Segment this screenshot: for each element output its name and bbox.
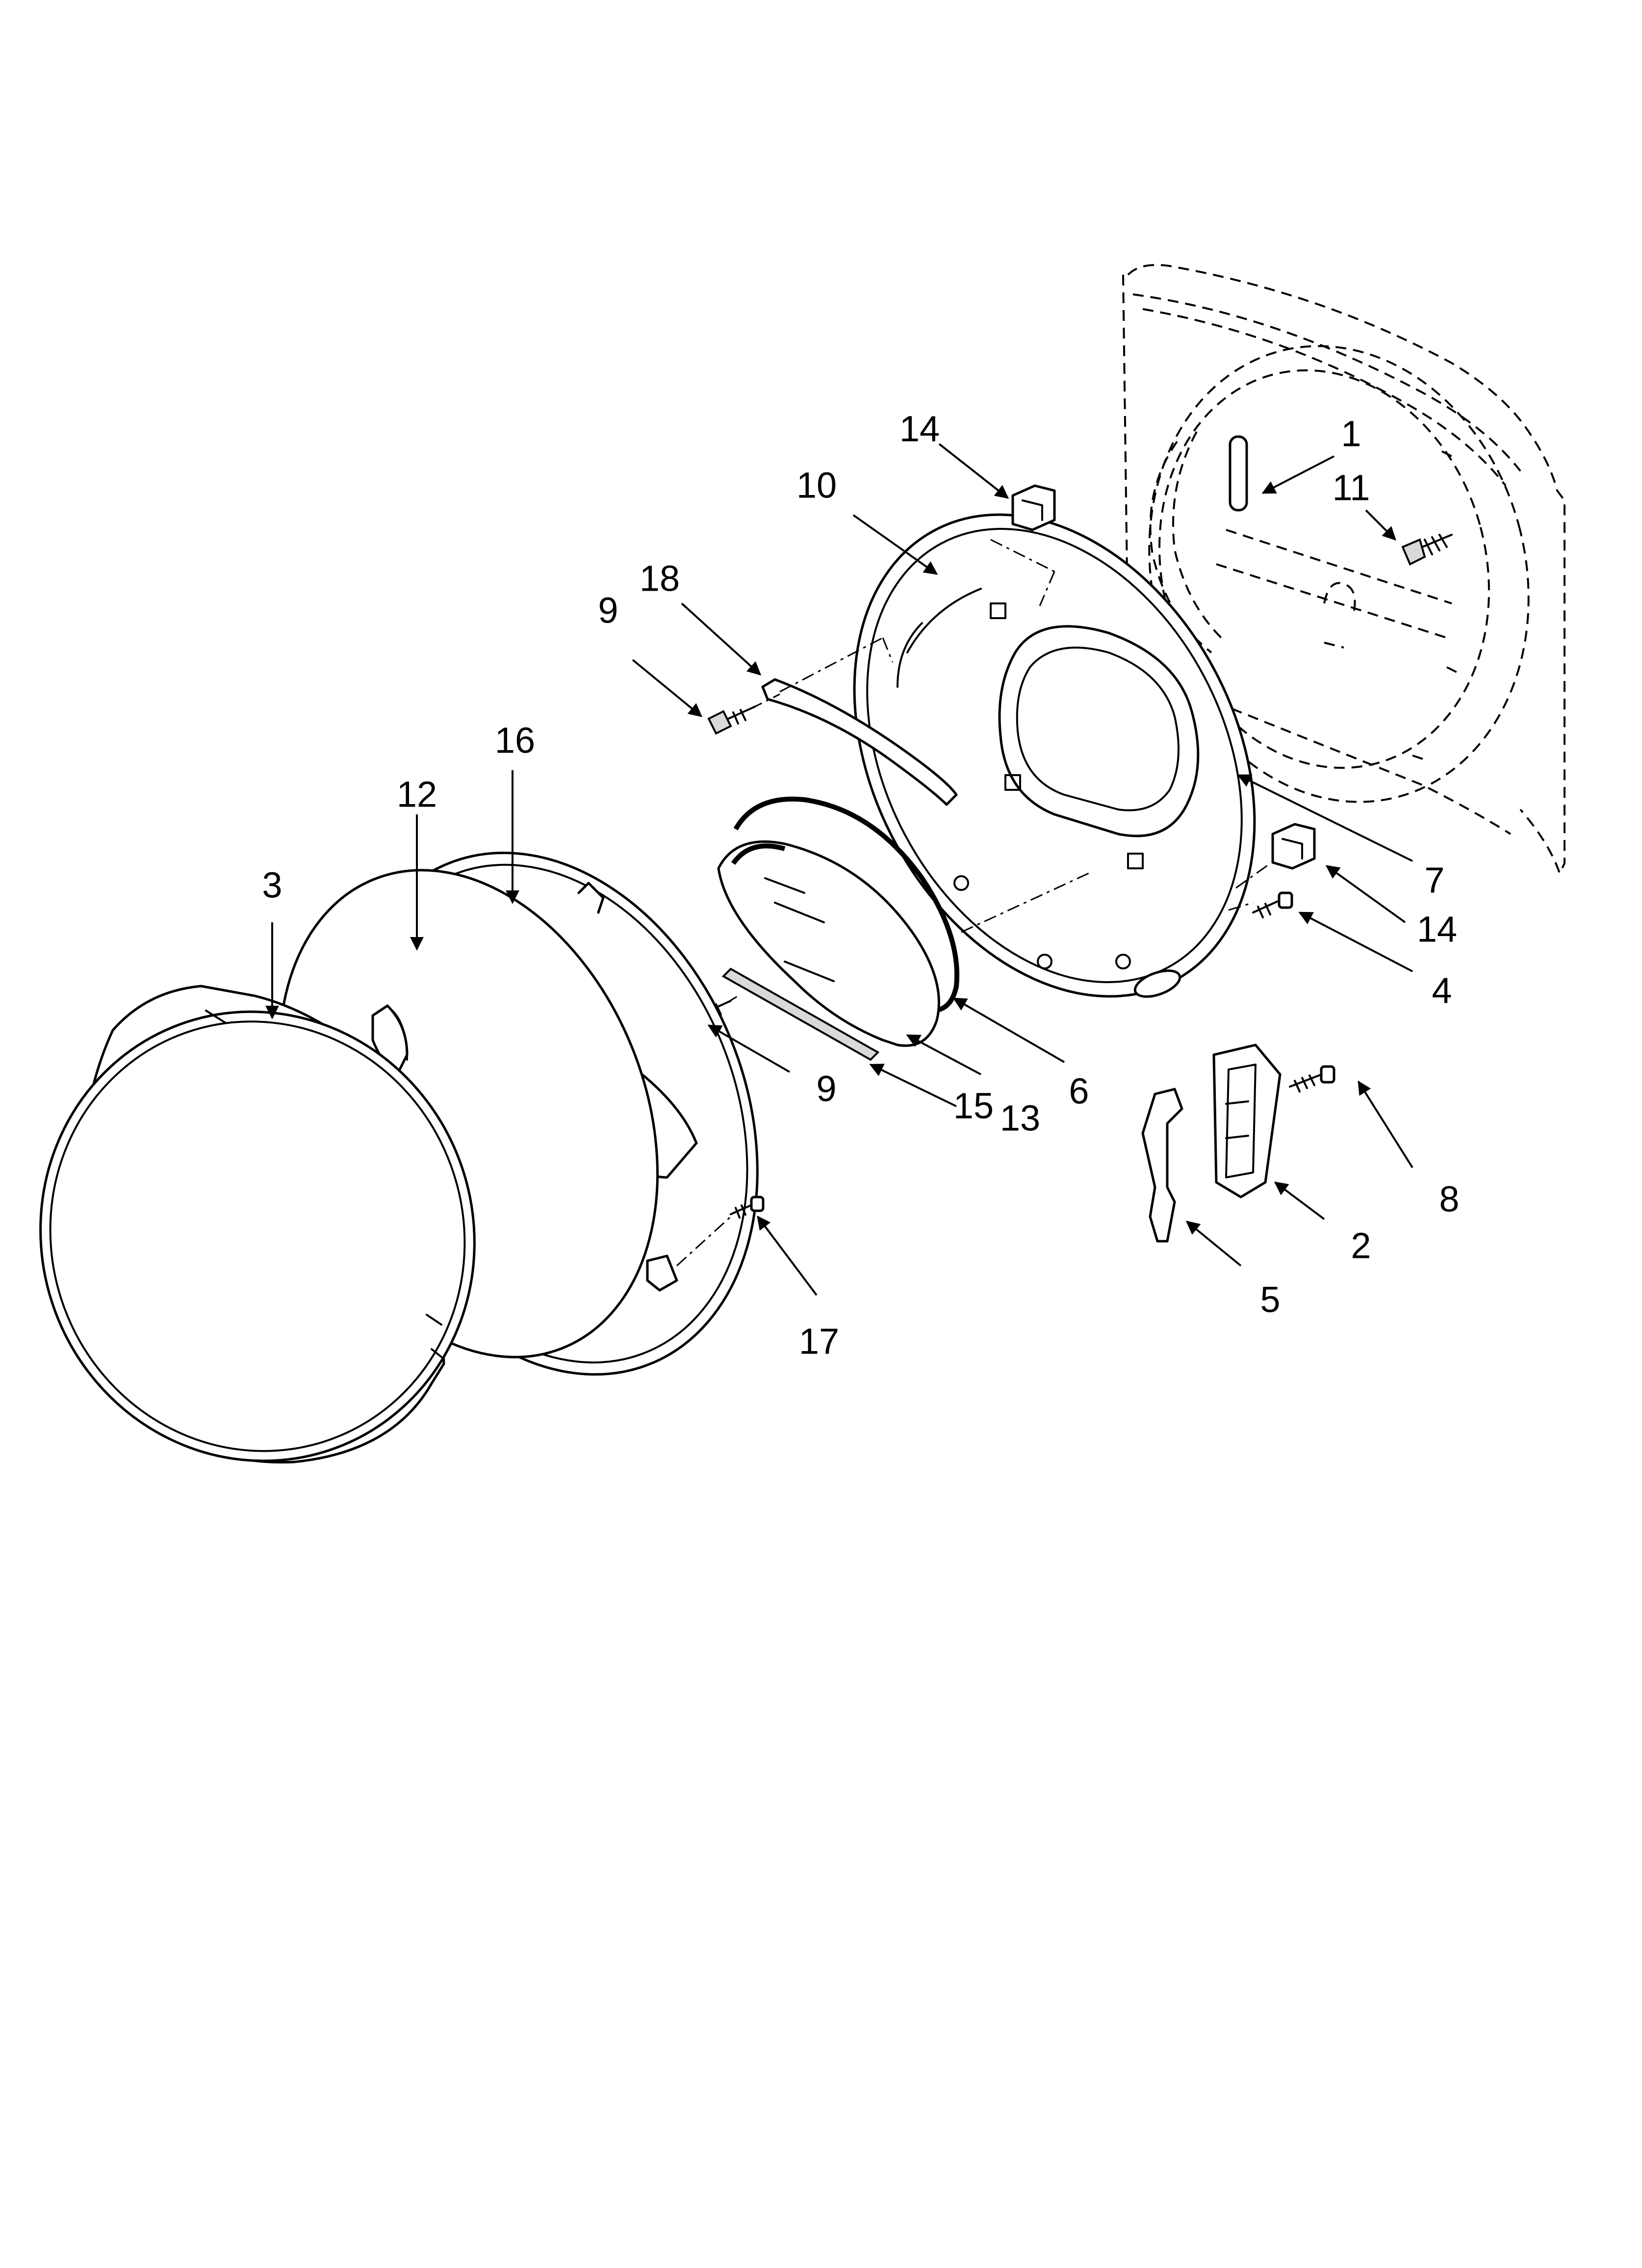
callout-4: 4 <box>1432 970 1452 1011</box>
part-3-outer-door <box>39 985 476 1464</box>
part-13-inner-door-glass <box>717 840 940 1047</box>
part-17-screw <box>730 1196 765 1219</box>
part-18-hinge-bracket <box>761 678 958 806</box>
part-10-inner-door-panel <box>853 513 1256 998</box>
callout-18: 18 <box>640 558 680 599</box>
part-2-door-hinge <box>1212 1043 1282 1199</box>
callout-14-top: 14 <box>899 409 940 449</box>
callout-16: 16 <box>495 720 535 761</box>
callout-12: 12 <box>397 774 437 815</box>
callout-2: 2 <box>1351 1225 1371 1266</box>
assembly-lines <box>676 539 1271 1267</box>
leader-arrows <box>265 443 1413 1296</box>
part-11-screw <box>1401 534 1453 566</box>
part-4-screw <box>1252 891 1293 918</box>
part-8-screw <box>1289 1065 1335 1093</box>
callout-5: 5 <box>1260 1279 1280 1320</box>
part-6-door-glass-gasket <box>733 796 960 1013</box>
part-5-hinge-cover <box>1141 1088 1183 1243</box>
callout-10: 10 <box>796 465 837 506</box>
callout-13: 13 <box>1000 1098 1040 1139</box>
callout-6: 6 <box>1069 1071 1089 1112</box>
part-15-glass-retainer-strip <box>721 967 880 1061</box>
part-1-latch-strike <box>1229 435 1248 512</box>
callout-labels: 1 11 14 10 18 9 16 12 3 7 14 4 6 13 15 9… <box>262 409 1459 1362</box>
callout-11: 11 <box>1333 468 1370 508</box>
callout-9-upper: 9 <box>598 590 618 631</box>
callout-7: 7 <box>1424 860 1444 901</box>
callout-9-lower: 9 <box>816 1069 836 1109</box>
callout-15: 15 <box>953 1086 994 1126</box>
part-14-clip-lower <box>1271 823 1316 870</box>
callout-14-right: 14 <box>1417 909 1457 950</box>
part-14-clip-upper <box>1011 484 1056 531</box>
part-9-screw-upper <box>707 705 756 735</box>
callout-3: 3 <box>262 865 282 906</box>
callout-8: 8 <box>1439 1179 1459 1220</box>
callout-17: 17 <box>799 1321 839 1362</box>
callout-1: 1 <box>1341 414 1361 454</box>
